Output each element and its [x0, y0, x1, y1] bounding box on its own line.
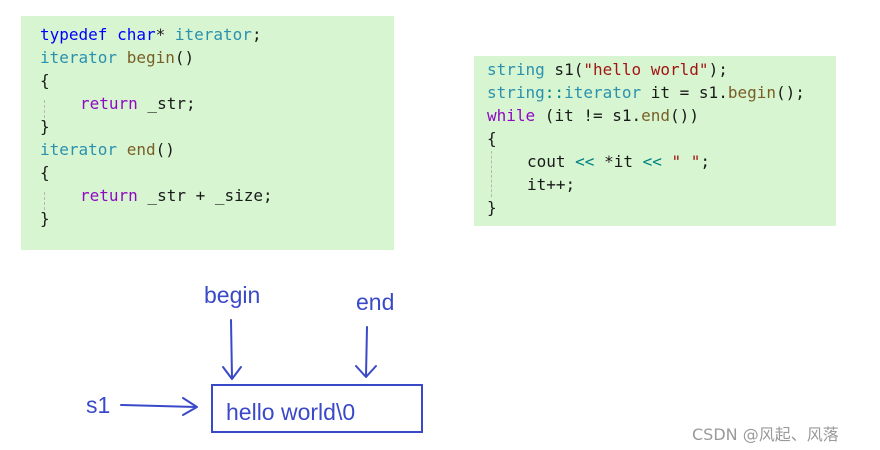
type-name: iterator [564, 83, 642, 102]
code-text: ; [251, 25, 262, 44]
string-literal: " " [671, 152, 701, 171]
code-line-open-brace: { [487, 129, 497, 148]
begin-label: begin [204, 282, 261, 308]
code-line-close-brace: } [40, 117, 50, 136]
function-name: begin [727, 83, 776, 102]
operator: :: [544, 83, 565, 102]
type-name: string [487, 83, 545, 102]
code-text: (); [776, 83, 805, 102]
function-name: begin [126, 48, 175, 67]
code-text: _str; [137, 94, 196, 113]
code-text: s1( [544, 60, 584, 79]
type-name: iterator [40, 48, 118, 67]
code-line-close-brace: } [40, 209, 50, 228]
begin-arrow [222, 319, 242, 380]
function-name: end [126, 140, 156, 159]
string-content: hello world\0 [226, 399, 356, 425]
string-literal: "hello world" [583, 60, 709, 79]
code-line-string-decl: string s1("hello world"); [487, 58, 728, 81]
code-text: * [155, 25, 175, 44]
code-line-close-brace: } [487, 198, 497, 217]
type-name: iterator [40, 140, 118, 159]
code-text: ; [700, 152, 711, 171]
operator: << [575, 152, 595, 171]
code-text: ()) [670, 106, 699, 125]
code-line-cout: cout << *it << " "; [527, 150, 710, 173]
code-line-return-str-size: return _str + _size; [80, 184, 273, 207]
code-line-increment: it++; [527, 175, 576, 194]
iterator-usage-code-panel: string s1("hello world"); string::iterat… [474, 56, 836, 226]
control-keyword: return [80, 94, 138, 113]
code-text: _str + _size; [137, 186, 273, 205]
string-memory-box: hello world\0 [211, 384, 423, 433]
code-line-open-brace: { [40, 71, 50, 90]
code-line-begin-signature: iterator begin() [40, 46, 194, 69]
indent-guide [491, 151, 492, 197]
s1-arrow [120, 397, 198, 416]
keyword: char [117, 25, 156, 44]
indent-guide [44, 100, 45, 123]
code-text: *it [594, 152, 643, 171]
control-keyword: return [80, 186, 138, 205]
code-line-return-str: return _str; [80, 92, 196, 115]
code-text: ); [708, 60, 728, 79]
code-line-typedef: typedef char* iterator; [40, 23, 262, 46]
keyword: typedef [40, 25, 108, 44]
code-text: () [155, 140, 175, 159]
code-line-end-signature: iterator end() [40, 138, 175, 161]
code-line-iterator-decl: string::iterator it = s1.begin(); [487, 81, 805, 104]
code-text: (it != s1. [535, 106, 642, 125]
iterator-definition-code-panel: typedef char* iterator; iterator begin()… [21, 16, 394, 250]
code-text: it = s1. [641, 83, 728, 102]
indent-guide [44, 192, 45, 215]
control-keyword: while [487, 106, 536, 125]
type-name: iterator [174, 25, 252, 44]
code-text: cout [527, 152, 576, 171]
end-arrow [355, 326, 377, 378]
function-name: end [641, 106, 671, 125]
type-name: string [487, 60, 545, 79]
operator: << [642, 152, 662, 171]
watermark: CSDN @风起、风落 [692, 425, 839, 444]
end-label: end [356, 289, 395, 315]
code-text: () [174, 48, 195, 67]
code-line-open-brace: { [40, 163, 50, 182]
s1-label: s1 [86, 392, 111, 418]
code-line-while: while (it != s1.end()) [487, 104, 699, 127]
